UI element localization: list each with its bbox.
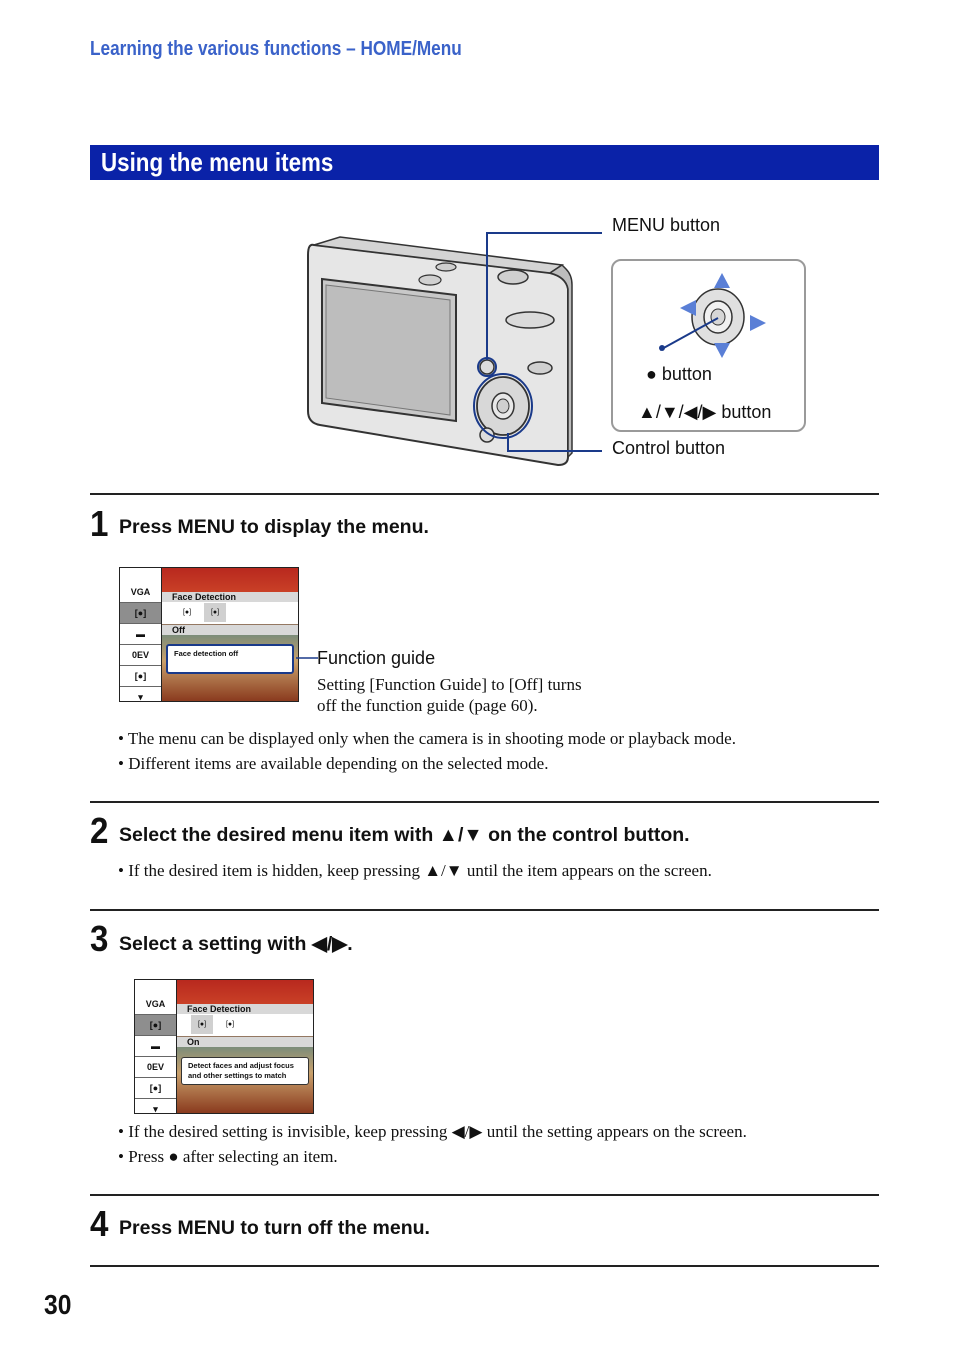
step-2-bullet-1: • If the desired item is hidden, keep pr… [118,861,712,880]
step-1-title: Press MENU to display the menu. [119,516,429,538]
menu-column: VGA [●] ▬ 0EV [●] ▾ [120,568,162,701]
image-size-icon: VGA [120,582,161,603]
function-guide-desc-2: off the function guide (page 60). [317,696,538,715]
red-eye-icon: [●] [135,1078,176,1099]
step-3-rule [90,909,879,911]
section-bar [90,145,879,180]
function-guide-box: Face detection off [166,644,294,674]
running-head: Learning the various functions – HOME/Me… [90,38,462,60]
option-row: [●] [●] [162,602,298,624]
setting-label: Off [162,625,298,635]
step-3-number: 3 [90,918,109,959]
step-4-number: 4 [90,1203,109,1244]
face-off-option: [●] [204,603,226,622]
red-eye-icon: [●] [120,666,161,687]
step-1-bullet-1: • The menu can be displayed only when th… [118,729,736,748]
section-title: Using the menu items [101,147,334,177]
display-icon: ▬ [120,624,161,645]
step-4-rule [90,1194,879,1196]
menu-screen-step3: VGA [●] ▬ 0EV [●] ▾ Face Detection [●] [… [134,979,314,1114]
control-button-diagram [659,273,766,358]
menu-column: VGA [●] ▬ 0EV [●] ▾ [135,980,177,1113]
bottom-rule [90,1265,879,1267]
control-button-label: Control button [612,438,726,458]
page-number: 30 [44,1289,72,1320]
item-title: Face Detection [162,592,298,602]
face-detection-icon: [●] [135,1015,176,1036]
scroll-down-icon: ▾ [138,692,143,702]
ev-icon: 0EV [135,1057,176,1078]
item-title: Face Detection [177,1004,313,1014]
function-guide-label: Function guide [317,648,436,668]
function-guide-leader [296,657,318,659]
step-1-rule [90,493,879,495]
center-button-label: ● button [646,364,712,384]
camera-illustration [307,232,602,467]
step-4-title: Press MENU to turn off the menu. [119,1217,430,1239]
control-button-detail [611,259,806,432]
step-3-title: Select a setting with ◀/▶. [119,933,353,955]
function-guide-desc-1: Setting [Function Guide] to [Off] turns [317,675,582,694]
arrow-button-label: ▲/▼/◀/▶ button [638,402,772,422]
step-3-bullet-1: • If the desired setting is invisible, k… [118,1122,747,1141]
function-guide-box: Detect faces and adjust focus and other … [181,1057,309,1085]
face-off-option: [●] [219,1015,241,1034]
step-2-rule [90,801,879,803]
step-2-title: Select the desired menu item with ▲/▼ on… [119,824,690,846]
step-1-bullet-2: • Different items are available dependin… [118,754,549,773]
display-icon: ▬ [135,1036,176,1057]
option-row: [●] [●] [177,1014,313,1036]
face-on-option: [●] [191,1015,213,1034]
menu-button-label: MENU button [612,215,721,235]
ev-icon: 0EV [120,645,161,666]
step-3-bullet-2: • Press ● after selecting an item. [118,1147,338,1166]
face-detection-icon: [●] [120,603,161,624]
image-size-icon: VGA [135,994,176,1015]
menu-screen-step1: VGA [●] ▬ 0EV [●] ▾ Face Detection [●] [… [119,567,299,702]
step-2-number: 2 [90,810,109,851]
step-1-number: 1 [90,503,109,544]
setting-label: On [177,1037,313,1047]
scroll-down-icon: ▾ [153,1104,158,1114]
face-on-option: [●] [176,603,198,622]
